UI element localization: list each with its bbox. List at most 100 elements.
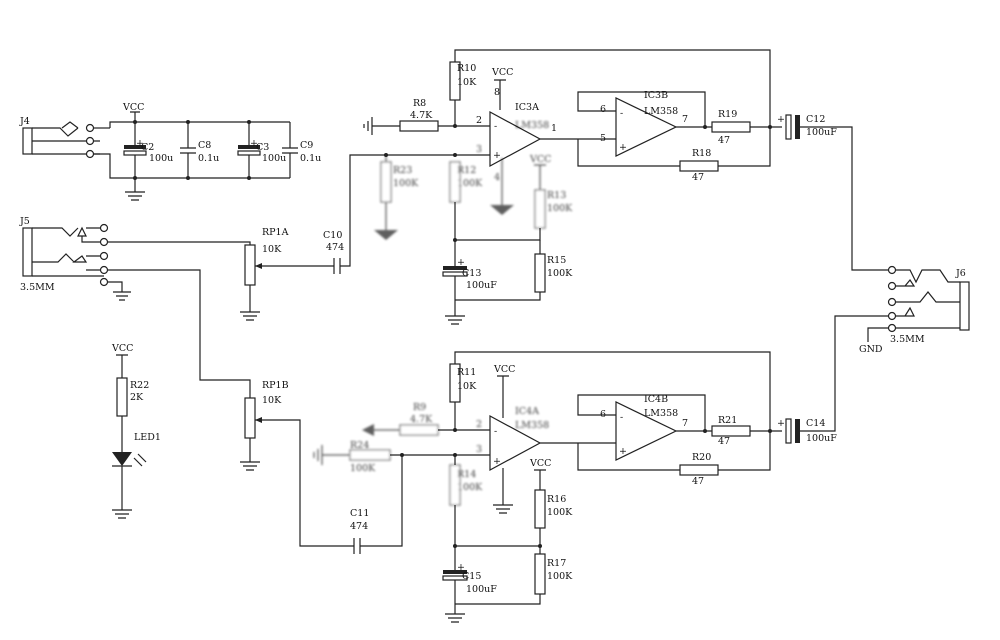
label-c8-value: 0.1u bbox=[198, 153, 219, 164]
svg-text:+: + bbox=[493, 150, 501, 161]
label-r8: R8 bbox=[413, 98, 426, 109]
label-r18: R18 bbox=[692, 148, 711, 159]
svg-text:+: + bbox=[777, 114, 785, 125]
label-c10: C10 bbox=[323, 230, 342, 241]
label-gnd: GND bbox=[859, 344, 883, 355]
label-j5-type: 3.5MM bbox=[20, 282, 55, 293]
label-r9: R9 bbox=[413, 402, 426, 413]
label-r13: R13 bbox=[547, 190, 566, 201]
j6-output-jack: J6 GND 3.5MM bbox=[859, 265, 970, 355]
label-j5: J5 bbox=[19, 216, 30, 227]
svg-text:-: - bbox=[494, 426, 497, 437]
label-ic3b-part: LM358 bbox=[644, 106, 678, 117]
label-c14-value: 100uF bbox=[806, 433, 837, 444]
label-r10-value: 10K bbox=[457, 77, 477, 88]
label-ic4b: IC4B bbox=[644, 394, 668, 405]
svg-text:+: + bbox=[457, 257, 465, 268]
j5-input-jack: J5 3.5MM bbox=[19, 216, 251, 398]
label-vcc-led: VCC bbox=[111, 343, 133, 354]
label-c15: C15 bbox=[462, 571, 481, 582]
svg-text:+: + bbox=[250, 138, 258, 149]
svg-text:2: 2 bbox=[476, 419, 482, 430]
svg-text:+: + bbox=[136, 138, 144, 149]
svg-text:-: - bbox=[620, 108, 623, 119]
label-r17: R17 bbox=[547, 558, 566, 569]
label-r20: R20 bbox=[692, 452, 711, 463]
svg-text:5: 5 bbox=[600, 133, 606, 144]
label-rp1b: RP1B bbox=[262, 380, 289, 391]
label-rp1a-value: 10K bbox=[262, 244, 282, 255]
label-c11-value: 474 bbox=[350, 521, 368, 532]
label-r8-value: 4.7K bbox=[410, 110, 433, 121]
label-r22-value: 2K bbox=[130, 392, 144, 403]
label-c9-value: 0.1u bbox=[300, 153, 321, 164]
label-c12: C12 bbox=[806, 114, 825, 125]
label-r10: R10 bbox=[457, 63, 476, 74]
label-r16-value: 100K bbox=[547, 507, 573, 518]
label-ic3a: IC3A bbox=[515, 102, 539, 113]
label-r24: R24 bbox=[350, 440, 369, 451]
label-r13-value: 100K bbox=[547, 203, 573, 214]
svg-text:+: + bbox=[619, 446, 627, 457]
label-rp1b-value: 10K bbox=[262, 395, 282, 406]
j4-power-input: J4 VCC C2 100u + C8 0.1u C3 100u + bbox=[19, 102, 321, 201]
label-led1: LED1 bbox=[134, 432, 161, 443]
channel-bottom-preamp: C11 474 R24 100K R9 4.7K IC4A LM358 R14 … bbox=[313, 351, 771, 623]
label-c12-value: 100uF bbox=[806, 127, 837, 138]
label-c8: C8 bbox=[198, 140, 211, 151]
svg-text:+: + bbox=[493, 456, 501, 467]
label-ic3a-part: LM358 bbox=[515, 120, 549, 131]
label-c3: C3 bbox=[256, 142, 269, 153]
svg-text:3: 3 bbox=[476, 144, 482, 155]
svg-text:6: 6 bbox=[600, 104, 606, 115]
svg-text:4: 4 bbox=[494, 172, 500, 183]
svg-text:8: 8 bbox=[494, 87, 500, 98]
label-rp1a: RP1A bbox=[262, 227, 289, 238]
svg-text:+: + bbox=[777, 418, 785, 429]
svg-text:1: 1 bbox=[551, 123, 557, 134]
label-r18-value: 47 bbox=[692, 172, 704, 183]
label-vcc-ic3a: VCC bbox=[491, 67, 513, 78]
label-c14: C14 bbox=[806, 418, 825, 429]
label-r15: R15 bbox=[547, 255, 566, 266]
svg-text:7: 7 bbox=[682, 418, 688, 429]
svg-text:7: 7 bbox=[682, 114, 688, 125]
label-vcc-r16: VCC bbox=[529, 458, 551, 469]
label-ic4a: IC4A bbox=[515, 406, 539, 417]
label-r14-value: 100K bbox=[457, 482, 483, 493]
label-j6: J6 bbox=[955, 268, 966, 279]
label-r16: R16 bbox=[547, 494, 566, 505]
label-r21-value: 47 bbox=[718, 436, 730, 447]
label-c15-value: 100uF bbox=[466, 584, 497, 595]
label-r21: R21 bbox=[718, 415, 737, 426]
label-vcc-ic4a: VCC bbox=[493, 364, 515, 375]
label-r23-value: 100K bbox=[393, 178, 419, 189]
label-r19: R19 bbox=[718, 109, 737, 120]
label-ic3b: IC3B bbox=[644, 90, 668, 101]
label-r24-value: 100K bbox=[350, 463, 376, 474]
channel-top-buffer: IC3B LM358 6 5 - + 7 R19 47 R18 47 + C12… bbox=[577, 90, 888, 271]
label-ic4b-part: LM358 bbox=[644, 408, 678, 419]
label-ic4a-part: LM358 bbox=[515, 420, 549, 431]
label-r12-value: 100K bbox=[457, 178, 483, 189]
label-vcc-r13: VCC bbox=[529, 154, 551, 165]
label-r12: R12 bbox=[457, 165, 476, 176]
label-r9-value: 4.7K bbox=[410, 414, 433, 425]
label-r11-value: 10K bbox=[457, 381, 477, 392]
label-c13: C13 bbox=[462, 268, 481, 279]
label-c10-value: 474 bbox=[326, 242, 344, 253]
label-c3-value: 100u bbox=[262, 153, 286, 164]
label-r19-value: 47 bbox=[718, 135, 730, 146]
rp1a-potentiometer: RP1A 10K bbox=[240, 227, 330, 321]
label-c13-value: 100uF bbox=[466, 280, 497, 291]
label-j4: J4 bbox=[19, 116, 30, 127]
label-c9: C9 bbox=[300, 140, 313, 151]
rp1b-potentiometer: RP1B 10K bbox=[240, 380, 350, 547]
svg-text:-: - bbox=[620, 412, 623, 423]
svg-text:3: 3 bbox=[476, 444, 482, 455]
label-r11: R11 bbox=[457, 367, 476, 378]
label-c11: C11 bbox=[350, 508, 369, 519]
label-r23: R23 bbox=[393, 165, 412, 176]
svg-text:+: + bbox=[457, 562, 465, 573]
